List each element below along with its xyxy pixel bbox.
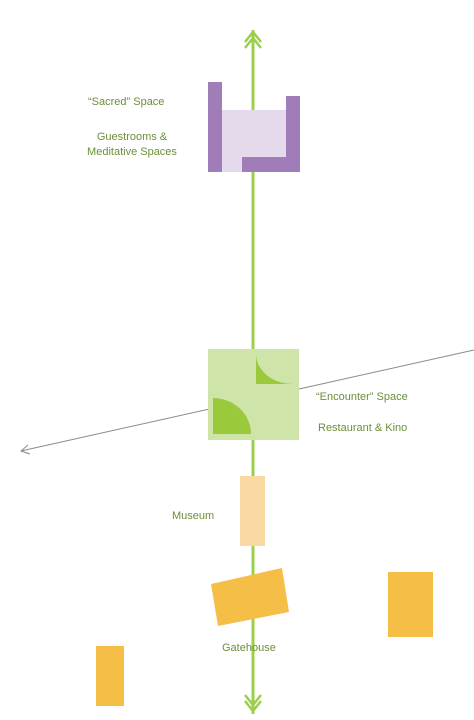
gatehouse-block [211,568,289,626]
sacred-space-subtitle-line1: Guestrooms & [96,131,168,143]
sacred-space-left-wall [208,82,222,172]
cross-axis-arrowhead [20,444,31,455]
museum-block [240,476,265,546]
encounter-space-subtitle: Restaurant & Kino [318,422,408,434]
sacred-space-bottom-wall [242,157,300,172]
main-axis-top-arrow-inner [244,35,262,49]
museum-label: Museum [172,510,215,522]
encounter-quarter-circle-bottom [213,398,251,434]
encounter-space-title: “Encounter” Space [316,391,408,403]
encounter-space-block [208,349,299,440]
main-axis-bottom-arrow-inner [244,694,262,708]
sacred-space-right-wall [286,96,300,172]
sacred-space-subtitle: Guestrooms & Meditative Spaces [72,130,192,160]
sacred-space-block [208,82,300,172]
sacred-space-title: “Sacred” Space [88,96,165,108]
sacred-space-subtitle-line2: Meditative Spaces [87,146,177,158]
main-axis-bottom-arrow-outer [244,700,262,714]
encounter-quarter-circle-top [256,354,293,384]
east-building-block [388,572,433,637]
gatehouse-label: Gatehouse [222,642,276,654]
main-axis-top-arrow-outer [244,29,262,43]
southwest-building-block [96,646,124,706]
